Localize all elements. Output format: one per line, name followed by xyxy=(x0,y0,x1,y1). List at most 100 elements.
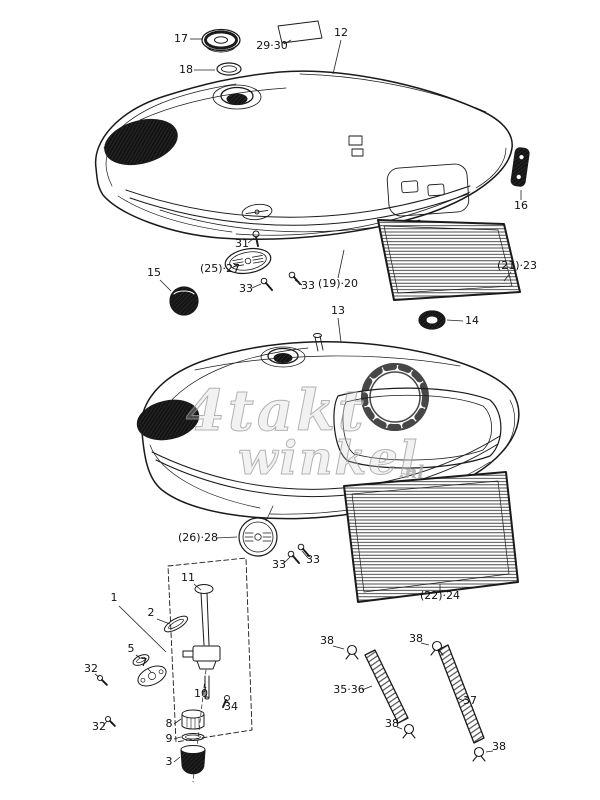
tank-top-details xyxy=(348,135,364,157)
part-label-15: 15 xyxy=(147,266,172,292)
top-tank-knee-grip xyxy=(104,118,178,166)
part-label-5: 5 xyxy=(128,642,141,659)
part-label-18: 18 xyxy=(179,63,215,76)
petcock-body xyxy=(182,645,221,670)
svg-text:33: 33 xyxy=(239,282,253,295)
svg-text:3: 3 xyxy=(166,755,173,768)
svg-text:32: 32 xyxy=(84,662,98,675)
svg-text:(21)·23: (21)·23 xyxy=(497,259,537,272)
part-label-37: 37 xyxy=(456,694,477,707)
kneepad-right-illustration xyxy=(377,219,521,301)
vent-tube xyxy=(313,333,324,352)
svg-text:(25)·27: (25)·27 xyxy=(200,262,240,275)
part-label-11: 11 xyxy=(181,571,202,591)
svg-text:34: 34 xyxy=(224,700,238,713)
part-label-(21)·23: (21)·23 xyxy=(497,259,537,282)
watermark-suffix: .nl xyxy=(398,462,424,483)
fuel-cup xyxy=(180,745,206,775)
svg-text:(22)·24: (22)·24 xyxy=(420,589,460,602)
cap-gasket-illustration xyxy=(216,62,242,76)
knee-grip-rubber-illustration xyxy=(169,286,199,316)
part-label-32: 32 xyxy=(92,720,108,733)
bottom-filler-neck xyxy=(260,346,306,368)
part-label-33: 33 xyxy=(239,282,262,295)
part-label-17: 17 xyxy=(174,32,203,45)
svg-text:33: 33 xyxy=(306,553,320,566)
svg-text:1: 1 xyxy=(111,591,118,604)
svg-text:12: 12 xyxy=(334,26,348,39)
svg-text:(19)·20: (19)·20 xyxy=(318,277,358,290)
svg-text:35·36: 35·36 xyxy=(333,683,365,696)
bottom-tank-knee-grip xyxy=(136,399,200,441)
kneepad-mount-recess xyxy=(386,163,470,217)
part-label-33: 33 xyxy=(301,550,320,566)
svg-text:32: 32 xyxy=(92,720,106,733)
svg-text:37: 37 xyxy=(463,694,477,707)
watermark-line1: 4takt xyxy=(186,378,367,444)
tube-10 xyxy=(204,675,210,700)
decal-illustration xyxy=(277,20,323,44)
part-label-2: 2 xyxy=(148,606,171,625)
part-label-33: 33 xyxy=(294,279,315,292)
emblem-round-illustration xyxy=(238,505,278,557)
fuel-lines xyxy=(345,640,486,762)
svg-text:8: 8 xyxy=(166,717,173,730)
watermark: 4takt winkel .nl xyxy=(186,363,429,486)
part-label-(22)·24: (22)·24 xyxy=(420,584,460,602)
part-label-31: 31 xyxy=(235,237,255,250)
emblem-oval-illustration xyxy=(224,247,272,275)
kneepad-right-2-illustration xyxy=(343,471,519,603)
grommet-ring-illustration xyxy=(418,310,446,330)
part-label-(25)·27: (25)·27 xyxy=(200,262,240,275)
fuel-tap-assembly xyxy=(97,557,253,783)
part-label-10: 10 xyxy=(194,686,208,700)
bolt-31-illustration xyxy=(252,230,260,247)
part-label-32: 32 xyxy=(84,662,100,678)
svg-text:5: 5 xyxy=(128,642,135,655)
gasket-5 xyxy=(132,654,150,666)
svg-text:33: 33 xyxy=(272,558,286,571)
part-label-35·36: 35·36 xyxy=(333,683,373,696)
ring-9 xyxy=(181,733,205,741)
part-label-1: 1 xyxy=(111,591,167,653)
bracket-illustration xyxy=(510,147,530,187)
part-label-38: 38 xyxy=(385,717,403,730)
svg-text:9: 9 xyxy=(166,732,173,745)
svg-text:18: 18 xyxy=(179,63,193,76)
part-label-7: 7 xyxy=(141,656,152,673)
part-label-14: 14 xyxy=(446,314,479,327)
svg-text:38: 38 xyxy=(320,634,334,647)
watermark-gear-logo xyxy=(361,363,429,431)
assembly-dashed-box xyxy=(167,557,253,743)
bolts-32 xyxy=(97,675,116,727)
svg-text:10: 10 xyxy=(194,687,208,700)
svg-text:13: 13 xyxy=(331,304,345,317)
part-label-3: 3 xyxy=(166,755,181,768)
part-label-13: 13 xyxy=(331,304,345,343)
tank-emblem-inplace xyxy=(241,203,273,221)
svg-text:15: 15 xyxy=(147,266,161,279)
svg-text:11: 11 xyxy=(181,571,195,584)
svg-text:31: 31 xyxy=(235,237,249,250)
bottom-fuel-tank-illustration xyxy=(136,333,520,520)
part-label-12: 12 xyxy=(332,26,348,75)
svg-text:38: 38 xyxy=(409,632,423,645)
part-label-(26)·28: (26)·28 xyxy=(178,531,238,544)
svg-text:17: 17 xyxy=(174,32,188,45)
screws-33-top xyxy=(260,271,301,291)
svg-text:14: 14 xyxy=(465,314,479,327)
fuel-line-37 xyxy=(437,644,485,744)
svg-text:16: 16 xyxy=(514,199,528,212)
part-label-8: 8 xyxy=(166,717,182,730)
svg-text:38: 38 xyxy=(492,740,506,753)
svg-text:33: 33 xyxy=(301,279,315,292)
screws-33-bottom xyxy=(287,543,310,564)
screw-34 xyxy=(222,695,230,708)
hose-clips xyxy=(345,640,486,762)
svg-text:38: 38 xyxy=(385,717,399,730)
strainer-screen xyxy=(181,709,205,730)
svg-text:29·30: 29·30 xyxy=(256,39,288,52)
top-tank-stripes xyxy=(125,185,471,226)
top-fuel-tank-illustration xyxy=(94,70,513,240)
